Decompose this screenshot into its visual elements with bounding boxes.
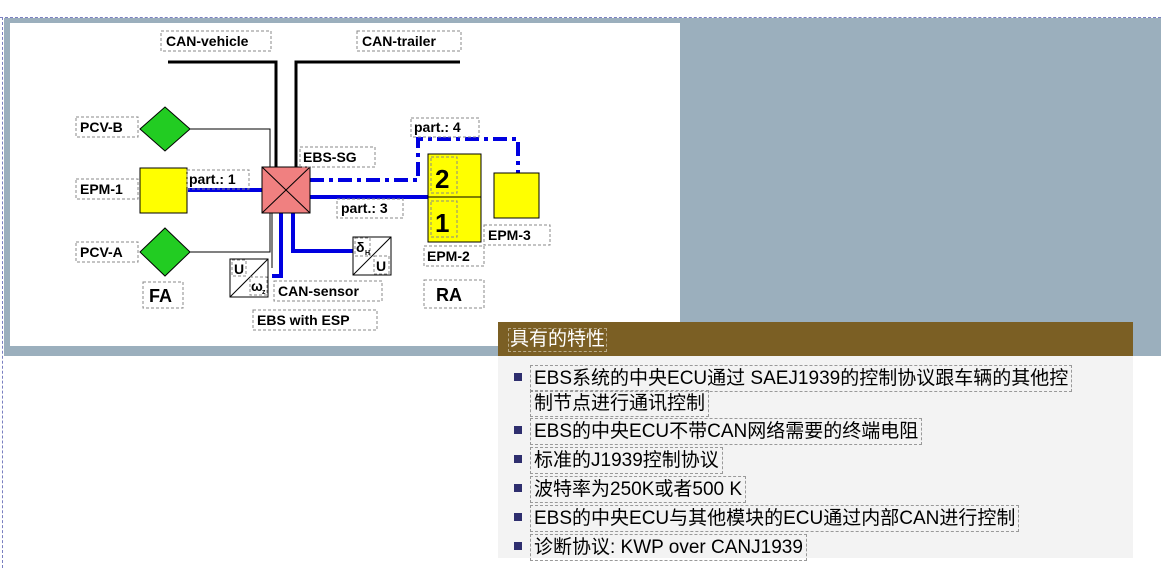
feature-item-text: 标准的J1939控制协议 [530,447,723,474]
yaw-sensor-omega: ω [251,278,263,294]
num-1-box [430,200,458,238]
feature-item-text: EBS的中央ECU与其他模块的ECU通过内部CAN进行控制 [530,505,1020,532]
ebs-sg-box [299,146,376,168]
yaw-sensor-line [272,213,283,278]
ebs-sg-label: EBS-SG [303,149,357,165]
yaw-sensor-diagonal [229,258,269,298]
yaw-sensor-u: U [234,261,244,277]
steering-sensor-delta-sub: H [365,250,370,257]
feature-item-text: EBS系统的中央ECU通过 SAEJ1939的控制协议跟车辆的其他控 [530,365,1073,392]
part-4-label: part.: 4 [414,119,461,135]
can-trailer-bus [294,60,460,170]
pcv-a-line [190,213,271,253]
left-divider [2,17,3,568]
yaw-u-box [231,259,247,277]
can-vehicle-box [160,30,272,52]
feature-item-text: EBS的中央ECU不带CAN网络需要的终端电阻 [530,418,923,445]
pcv-b-valve-icon [139,106,191,152]
features-title: 具有的特性 [508,328,608,352]
ra-label: RA [436,285,462,305]
steering-u-box [373,255,390,275]
ebs-network-diagram: 2 1 U ω z δ H U CAN-vehicle CAN-trailer … [10,23,680,346]
epm-2-label: EPM-2 [427,248,470,264]
bullet-square-icon [514,484,522,492]
fa-box [142,281,184,309]
feature-item-text: 波特率为250K或者500 K [530,476,747,503]
steering-sensor-diagonal [352,236,392,276]
pcv-b-box [75,116,139,138]
steering-delta-box [354,237,371,257]
bullet-square-icon [514,542,522,550]
ra-box [423,279,485,309]
epm-3-box [483,224,551,246]
can-trailer-box [356,30,462,52]
part-3-label: part.: 3 [341,200,388,216]
feature-item-text: 诊断协议: KWP over CANJ1939 [530,534,807,561]
pcv-a-label: PCV-A [80,244,123,260]
bullet-square-icon [514,455,522,463]
num-2-box [430,156,458,194]
can-trailer-label: CAN-trailer [362,33,436,49]
epm-3-module [493,172,540,219]
yaw-sensor-omega-sub: z [262,289,266,296]
pcv-a-valve-icon [139,227,191,277]
bullet-square-icon [514,373,522,381]
epm-3-label: EPM-3 [488,227,531,243]
epm-2-module [427,153,482,243]
epm-2-box [423,245,485,267]
features-panel: 具有的特性 EBS系统的中央ECU通过 SAEJ1939的控制协议跟车辆的其他控… [498,322,1133,561]
feature-item-text-continued: 制节点进行通讯控制 [530,390,710,417]
fa-label: FA [149,286,172,306]
can-vehicle-label: CAN-vehicle [166,33,249,49]
ebs-with-esp-box [252,309,378,331]
pcv-a-box [75,241,139,263]
pcv-b-line [190,128,271,173]
part4-can-line [310,137,520,182]
features-header: 具有的特性 [498,322,1133,356]
part-1-label: part.: 1 [189,171,236,187]
epm-2-number-1: 1 [435,208,449,238]
steering-sensor-line [291,213,353,253]
ecu-cross-b [261,166,311,214]
steering-sensor-delta: δ [356,239,365,255]
epm-1-label: EPM-1 [80,181,123,197]
epm-1-box [75,178,139,200]
part-3-box [336,198,404,219]
epm-2-number-2: 2 [435,164,449,194]
can-vehicle-bus [168,60,278,170]
bullet-square-icon [514,426,522,434]
diagram-svg: 2 1 U ω z δ H U CAN-vehicle CAN-trailer … [75,30,551,331]
bullet-square-icon [514,513,522,521]
ebs-with-esp-label: EBS with ESP [257,312,350,328]
yaw-omega-box [249,276,268,296]
epm-1-module [139,167,188,214]
features-list: EBS系统的中央ECU通过 SAEJ1939的控制协议跟车辆的其他控 制节点进行… [498,322,1133,561]
steering-sensor-u: U [376,258,386,274]
top-divider [0,17,1161,18]
part-1-box [186,169,250,190]
can-sensor-label: CAN-sensor [278,283,359,299]
part-4-box [410,117,480,138]
pcv-b-label: PCV-B [80,119,123,135]
can-sensor-box [273,280,383,302]
